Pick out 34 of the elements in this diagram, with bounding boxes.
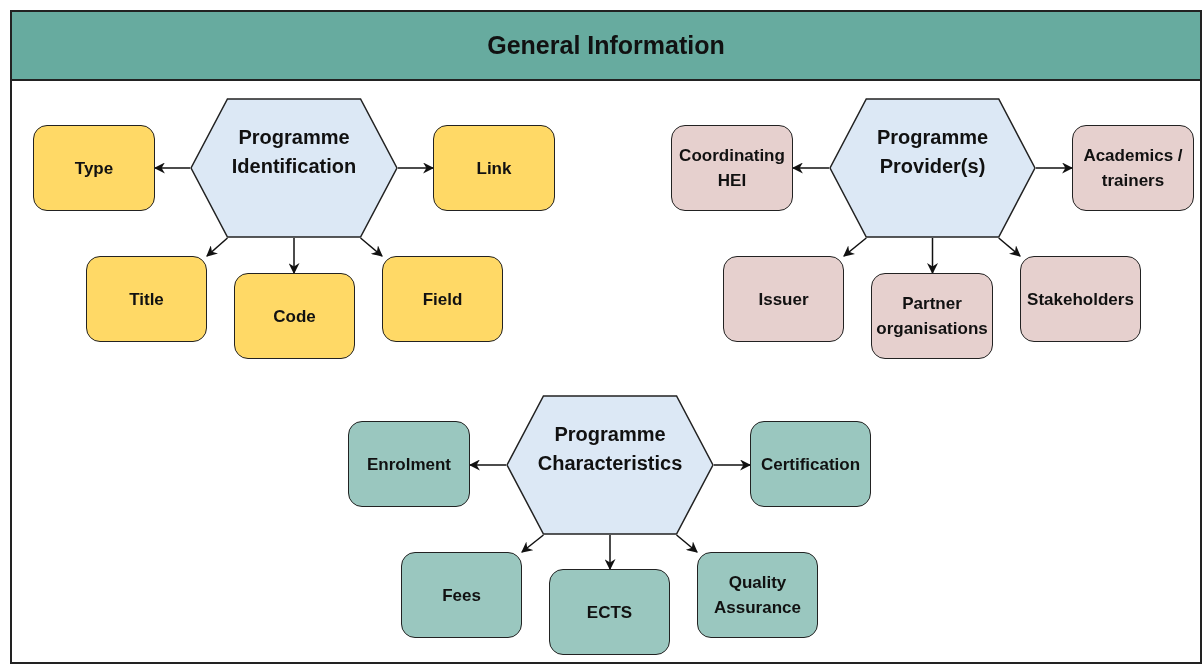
arrow [675, 534, 698, 553]
rounded-box: Coordinating HEI [671, 125, 793, 211]
arrow [791, 162, 830, 174]
rounded-box: Enrolment [348, 421, 470, 507]
rounded-box: Code [234, 273, 355, 359]
arrow [153, 162, 191, 174]
rounded-box: Certification [750, 421, 871, 507]
hexagon-node: Programme Characteristics [506, 395, 714, 535]
rounded-box: Link [433, 125, 555, 211]
rounded-box: Partner organisations [871, 273, 993, 359]
arrow [927, 237, 938, 275]
rounded-box: Type [33, 125, 155, 211]
arrow [1035, 162, 1074, 174]
rounded-box: ECTS [549, 569, 670, 655]
arrow [359, 237, 383, 257]
arrow [288, 237, 300, 275]
arrow [843, 237, 867, 257]
hexagon-node: Programme Provider(s) [829, 98, 1036, 238]
arrow [604, 534, 616, 571]
arrow [713, 459, 752, 471]
hexagon-node: Programme Identification [190, 98, 398, 238]
rounded-box: Issuer [723, 256, 844, 342]
arrow [998, 237, 1021, 257]
rounded-box: Academics / trainers [1072, 125, 1194, 211]
rounded-box: Field [382, 256, 503, 342]
arrow [206, 237, 229, 257]
rounded-box: Fees [401, 552, 522, 638]
arrow [397, 162, 435, 174]
rounded-box: Title [86, 256, 207, 342]
arrow [521, 534, 545, 553]
header-band: General Information [10, 10, 1202, 81]
rounded-box: Stakeholders [1020, 256, 1141, 342]
rounded-box: Quality Assurance [697, 552, 818, 638]
arrow [468, 459, 507, 471]
